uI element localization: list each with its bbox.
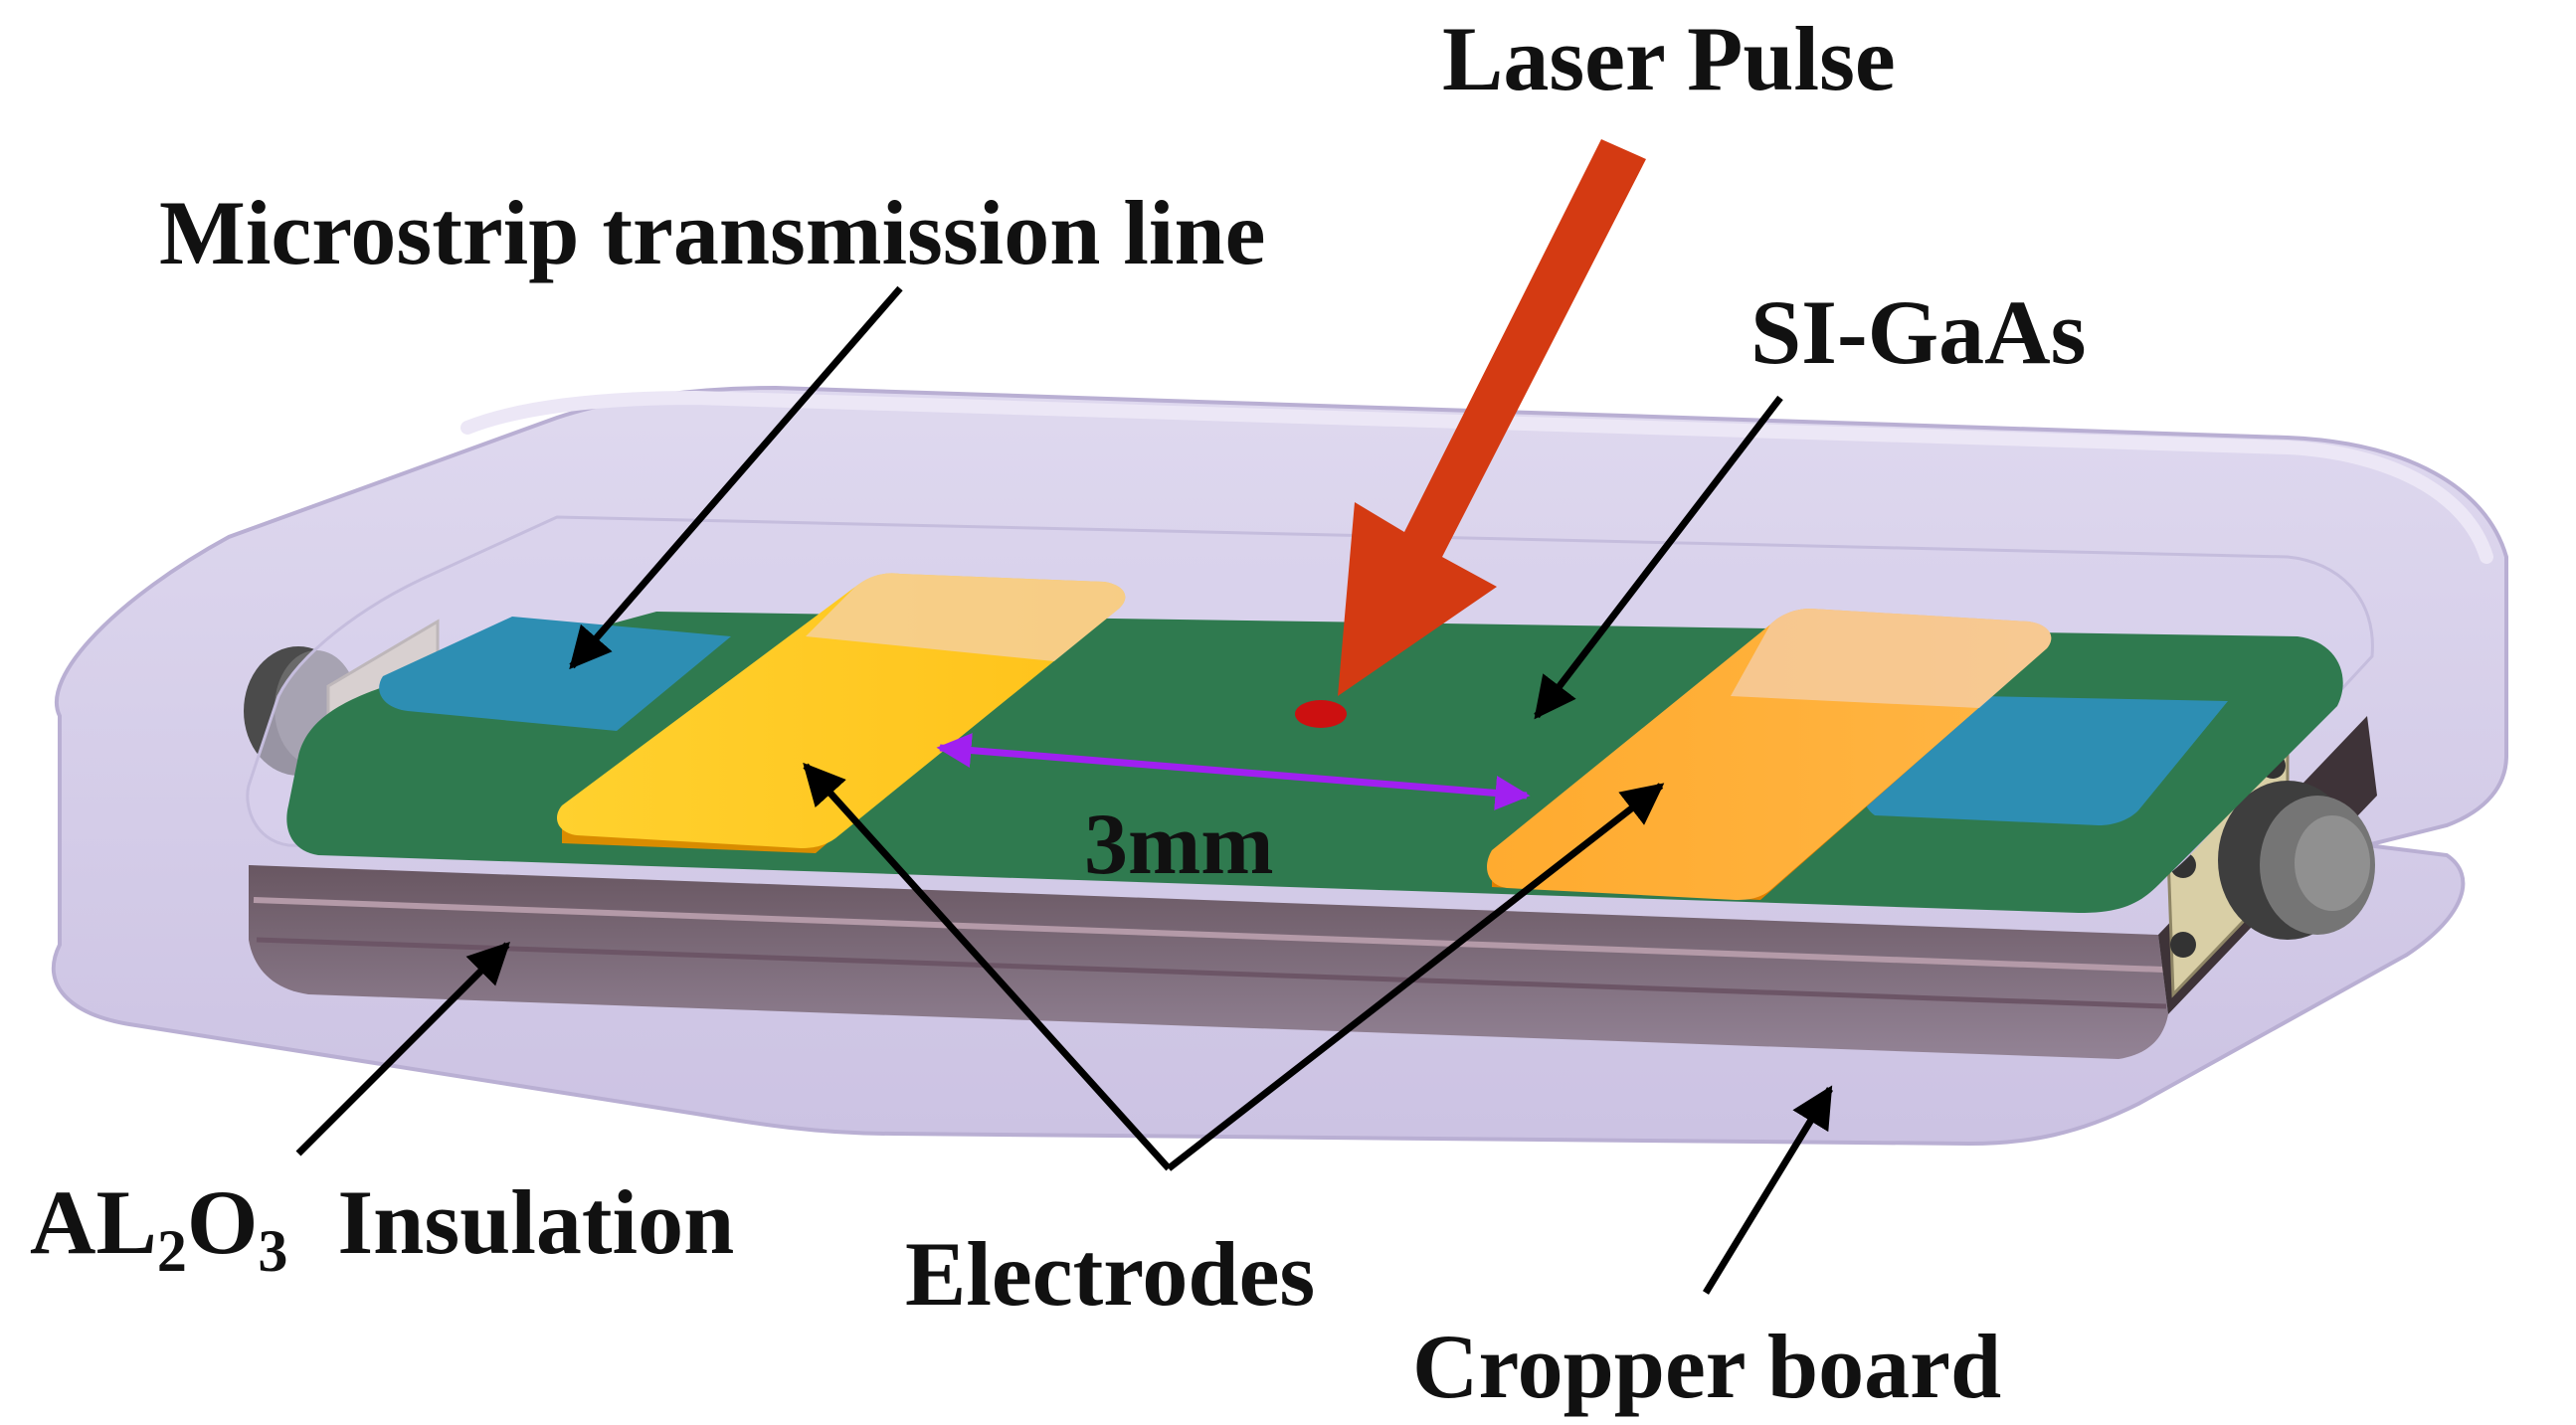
top-cover-highlight bbox=[806, 573, 1126, 661]
microstrip-left bbox=[379, 617, 731, 731]
right-connector bbox=[2166, 732, 2375, 998]
layer-stripe-1 bbox=[253, 897, 2164, 973]
insulation-rim bbox=[460, 390, 2493, 564]
al2o3-main: AL bbox=[30, 1171, 157, 1273]
top-cover-highlight-right bbox=[1731, 609, 2052, 708]
al2o3-sub-3: 3 bbox=[258, 1218, 287, 1284]
laser-spot bbox=[1295, 700, 1347, 728]
microstrip-label: Microstrip transmission line bbox=[159, 182, 1266, 283]
copper-board-label: Cropper board bbox=[1412, 1316, 2001, 1417]
microstrip-pointer bbox=[569, 285, 903, 670]
al2o3-o: O bbox=[187, 1171, 259, 1273]
copper-board-side bbox=[249, 865, 2168, 1059]
electrodes-label: Electrodes bbox=[905, 1223, 1315, 1325]
al2o3-sub-2: 2 bbox=[157, 1218, 187, 1284]
layer-stripe-2 bbox=[256, 937, 2167, 1009]
insulation-word: Insulation bbox=[337, 1171, 734, 1273]
laser-arrow bbox=[1338, 139, 1646, 696]
laser-pulse-label: Laser Pulse bbox=[1442, 8, 1896, 109]
insulation-pointer bbox=[295, 942, 510, 1157]
electrode-pointer-left bbox=[803, 762, 1172, 1171]
gap-arrow bbox=[936, 733, 1531, 810]
al2o3-insulation-label: AL2O3 Insulation bbox=[30, 1171, 734, 1284]
copper-board-pointer bbox=[1703, 1085, 1833, 1295]
si-gaas-pointer bbox=[1534, 395, 1783, 720]
gap-label: 3mm bbox=[1084, 797, 1274, 893]
si-gaas-label: SI-GaAs bbox=[1750, 281, 2086, 383]
electrode-pointer-right bbox=[1166, 783, 1665, 1171]
